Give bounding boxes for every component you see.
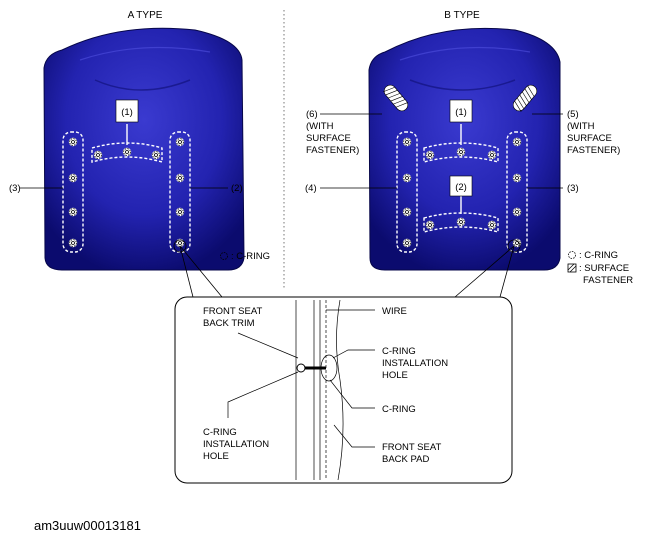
detail-hole-right-label: C-RING INSTALLATION HOLE	[382, 346, 451, 381]
detail-hole-left-label: C-RING INSTALLATION HOLE	[203, 427, 272, 462]
seat-b	[368, 27, 561, 271]
seat-b-fasteners	[382, 84, 538, 112]
label-a-2: (2)	[231, 183, 243, 194]
label-b-1: (1)	[455, 107, 467, 118]
legend-a-cring-icon	[220, 252, 228, 260]
title-b-type: B TYPE	[444, 10, 480, 21]
label-b-6: (6) (WITH SURFACE FASTENER)	[306, 109, 359, 156]
label-b-3: (3)	[567, 183, 579, 194]
detail-trim-label: FRONT SEAT BACK TRIM	[203, 306, 265, 329]
legend-b-fastener-icon	[567, 263, 577, 273]
label-b-4: (4)	[305, 183, 317, 194]
detail-callout	[173, 239, 521, 484]
seat-b-straps	[396, 124, 528, 253]
detail-cring-label: C-RING	[382, 404, 416, 415]
title-a-type: A TYPE	[128, 10, 163, 21]
detail-pad-label: FRONT SEAT BACK PAD	[382, 442, 444, 465]
label-a-1: (1)	[121, 107, 133, 118]
label-b-2: (2)	[455, 182, 467, 193]
label-b-5: (5) (WITH SURFACE FASTENER)	[567, 109, 620, 156]
legend-a-cring: : C-RING	[231, 251, 270, 262]
detail-wire-label: WIRE	[382, 306, 407, 317]
label-box-a-1	[115, 99, 139, 123]
seat-a-straps	[62, 124, 191, 253]
seat-a	[43, 27, 245, 271]
legend-b-cring-icon	[568, 251, 576, 259]
label-box-b-1	[449, 99, 473, 123]
label-box-b-2	[449, 175, 473, 197]
legend-b-fastener: : SURFACE FASTENER	[579, 263, 633, 286]
label-a-3: (3)	[9, 183, 21, 194]
legend-b-cring: : C-RING	[579, 250, 618, 261]
figure-code: am3uuw00013181	[34, 518, 141, 533]
